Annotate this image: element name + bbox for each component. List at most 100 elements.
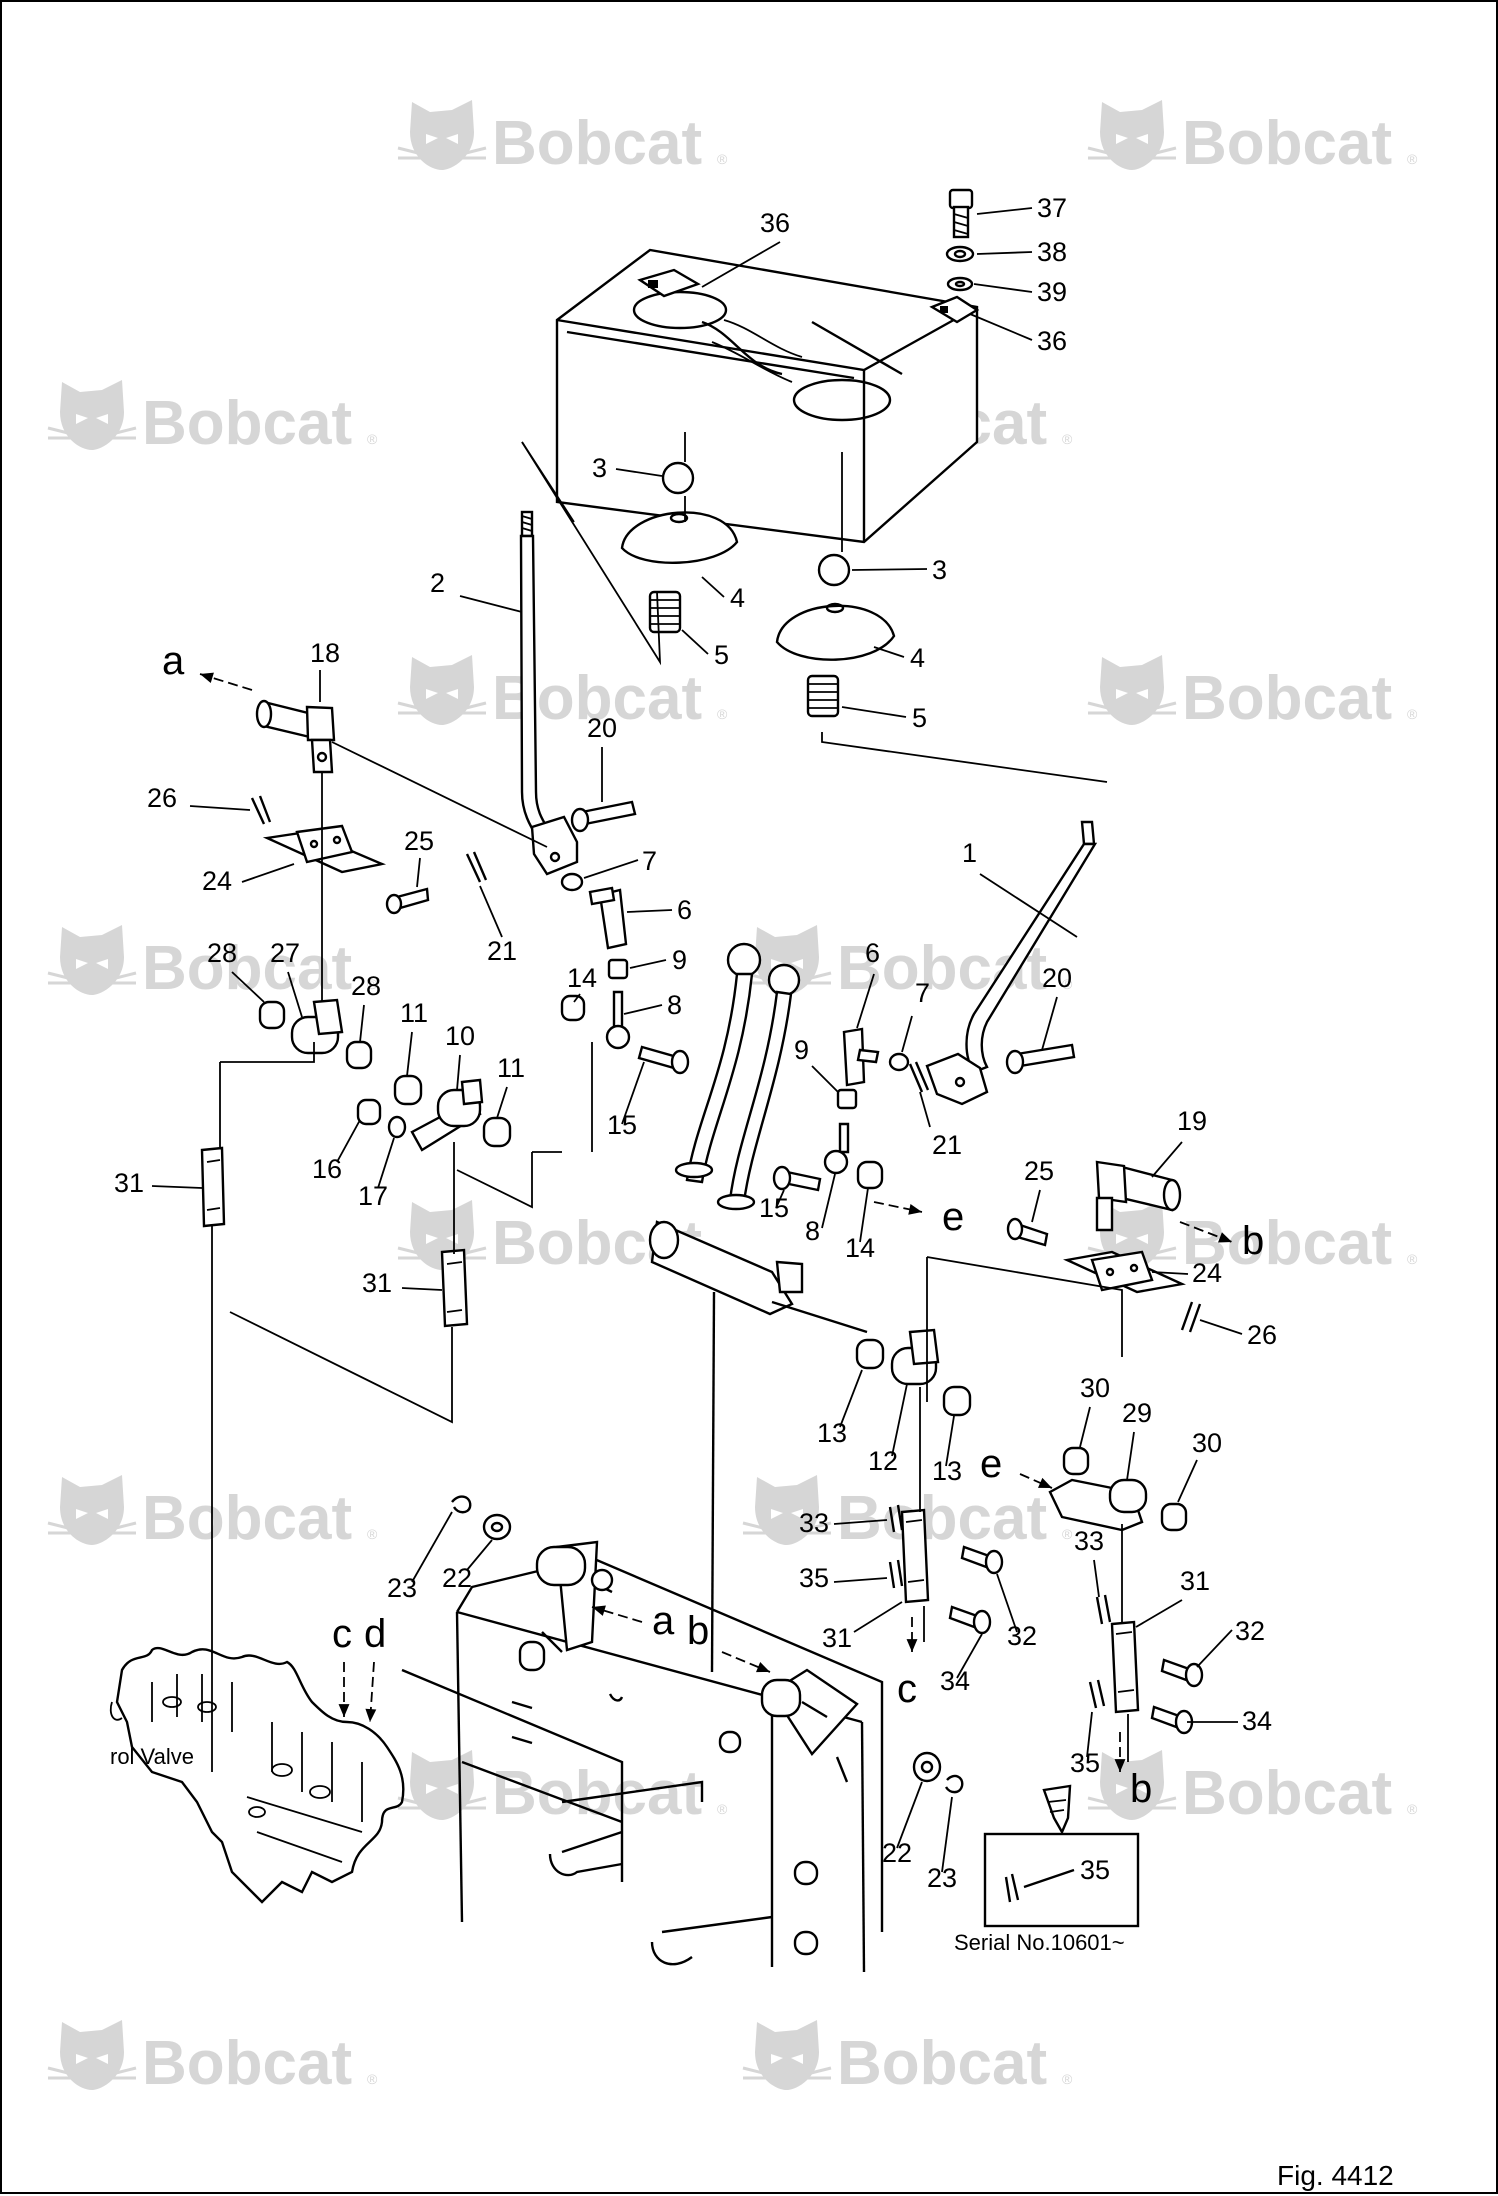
callout-7: 7 <box>915 978 930 1008</box>
callout-11: 11 <box>497 1053 525 1083</box>
ring-17 <box>387 1115 407 1139</box>
bushing-14-left <box>560 994 586 1022</box>
leader-line <box>851 568 928 571</box>
bobcat-logo-icon <box>47 2020 137 2090</box>
watermark-registered-mark: ® <box>367 431 378 447</box>
bobcat-logo-icon <box>397 100 487 170</box>
callout-32: 32 <box>1235 1616 1265 1646</box>
bobcat-watermark: Bobcat® <box>1087 1750 1418 1828</box>
callout-8: 8 <box>667 990 682 1020</box>
reference-letter-d: d <box>364 1612 386 1656</box>
leader-line <box>189 805 251 811</box>
watermark-registered-mark: ® <box>1062 976 1073 992</box>
bolt-20-right <box>1005 1043 1076 1075</box>
watermark-registered-mark: ® <box>1407 151 1418 167</box>
pin-19 <box>1095 1160 1182 1232</box>
leader-line <box>241 863 295 883</box>
leader-line <box>945 1415 955 1467</box>
serial-note: Serial No.10601~ <box>954 1930 1125 1955</box>
arrowhead-icon <box>756 1662 770 1673</box>
callout-6: 6 <box>677 895 692 925</box>
callout-24: 24 <box>202 866 232 896</box>
bushing-30-left <box>1062 1446 1090 1476</box>
ball-3-right <box>817 553 851 587</box>
pivot-bracket-b <box>760 1668 859 1756</box>
leader-line <box>873 646 905 658</box>
pin-33-mid <box>888 1504 904 1533</box>
callout-24: 24 <box>1192 1258 1222 1288</box>
arrowhead-icon <box>200 672 214 684</box>
callout-32: 32 <box>1007 1621 1037 1651</box>
callout-layer: 3738393636334455211819202026262424252521… <box>114 193 1277 1893</box>
watermark-registered-mark: ® <box>367 976 378 992</box>
control-valve <box>109 1646 405 1904</box>
callout-22: 22 <box>882 1838 912 1868</box>
watermark-registered-mark: ® <box>1062 431 1073 447</box>
watermark-text: Bobcat <box>142 934 352 1003</box>
callout-6: 6 <box>865 938 880 968</box>
callout-11: 11 <box>400 998 428 1028</box>
leader-line <box>1151 1141 1183 1178</box>
bobcat-logo-icon <box>1087 655 1177 725</box>
leader-line <box>621 1061 645 1125</box>
callout-23: 23 <box>387 1573 417 1603</box>
bobcat-logo-icon <box>742 2020 832 2090</box>
reference-letter-e: e <box>942 1195 964 1239</box>
leader-line <box>583 859 639 879</box>
leader-line <box>1151 1271 1189 1275</box>
serial-inset: 35 <box>983 1784 1140 1928</box>
bolt-32-mid <box>960 1545 1004 1575</box>
bobcat-watermark: Bobcat® <box>397 655 728 733</box>
callout-25: 25 <box>404 826 434 856</box>
callout-20: 20 <box>1042 963 1072 993</box>
leader-line <box>629 959 667 969</box>
leader-line <box>456 1054 461 1091</box>
leader-line <box>901 1015 913 1053</box>
callout-4: 4 <box>730 583 745 613</box>
lever-10 <box>410 1078 484 1152</box>
bolt-25-left <box>385 887 430 915</box>
bolt-34-right <box>1150 1705 1194 1735</box>
double-lever-assembly <box>648 942 868 1673</box>
arrowhead-icon <box>338 1704 350 1717</box>
watermark-text: Bobcat <box>492 109 702 178</box>
callout-28: 28 <box>351 971 381 1001</box>
leader-line <box>573 993 581 1003</box>
reference-letter-e: e <box>980 1442 1002 1486</box>
callout-36: 36 <box>760 208 790 238</box>
leader-line <box>896 1781 923 1849</box>
ball-3-left <box>661 461 695 495</box>
lever-29 <box>1048 1478 1148 1532</box>
leader-line <box>406 1031 413 1077</box>
watermark-registered-mark: ® <box>717 1801 728 1817</box>
reference-letter-b: b <box>687 1609 709 1653</box>
bolt-34-mid <box>948 1605 992 1635</box>
leader-line <box>615 468 663 477</box>
bushing-14-right <box>856 1160 884 1190</box>
reference-arrow-line <box>591 1606 643 1623</box>
callout-15: 15 <box>607 1110 637 1140</box>
bushing-11-right <box>482 1116 512 1148</box>
callout-31: 31 <box>822 1623 852 1653</box>
callout-10: 10 <box>445 1021 475 1051</box>
reference-letter-b: b <box>1242 1219 1264 1263</box>
bobcat-logo-icon <box>1087 100 1177 170</box>
watermark-registered-mark: ® <box>1062 2071 1073 2087</box>
lever-2 <box>519 510 579 876</box>
leader-line <box>1093 1559 1100 1598</box>
callout-14: 14 <box>845 1233 875 1263</box>
leader-line <box>1177 1459 1198 1503</box>
leader-line <box>973 283 1033 293</box>
callout-5: 5 <box>912 703 927 733</box>
arrowhead-icon <box>592 1605 606 1616</box>
leader-line <box>479 885 503 938</box>
callout-23: 23 <box>927 1863 957 1893</box>
callout-20: 20 <box>587 713 617 743</box>
arrowhead-icon <box>1038 1477 1052 1488</box>
bobcat-watermark: Bobcat® <box>742 2020 1073 2098</box>
callout-7: 7 <box>642 846 657 876</box>
leader-line <box>459 595 523 613</box>
watermark-text: Bobcat <box>142 389 352 458</box>
reference-arrows <box>199 672 1233 1772</box>
